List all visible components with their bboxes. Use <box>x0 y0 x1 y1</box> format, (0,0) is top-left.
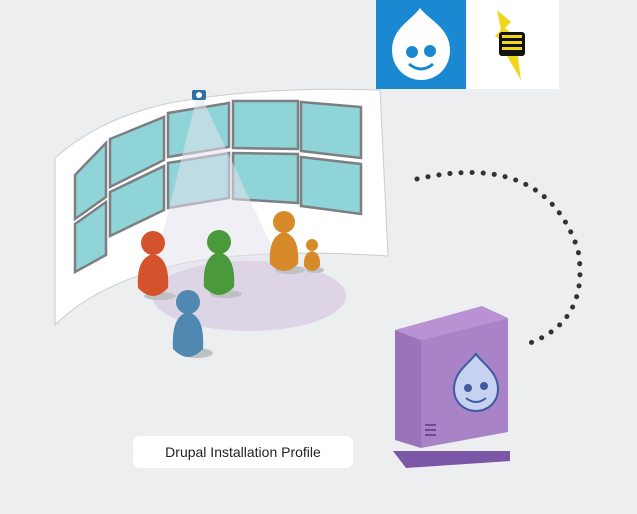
caption-label: Drupal Installation Profile <box>133 436 353 468</box>
person-blue-icon <box>172 290 213 358</box>
fist-lightning-icon <box>495 10 525 80</box>
server-tower <box>393 306 510 468</box>
person-green-icon <box>203 230 242 298</box>
fist-lightning-logo <box>467 0 559 89</box>
server-vent-icon <box>425 424 436 436</box>
connection-dotted-line <box>414 170 583 346</box>
video-wall-screens <box>73 99 363 275</box>
server-drupal-icon <box>452 352 500 413</box>
caption-text: Drupal Installation Profile <box>165 444 321 460</box>
drupal-drop-icon <box>392 8 450 80</box>
person-child-icon <box>303 239 324 273</box>
projector-beam <box>150 100 290 285</box>
drupal-logo <box>376 0 466 89</box>
person-orange-icon <box>269 211 305 274</box>
person-red-icon <box>137 231 176 300</box>
floor-spotlight <box>152 261 346 331</box>
